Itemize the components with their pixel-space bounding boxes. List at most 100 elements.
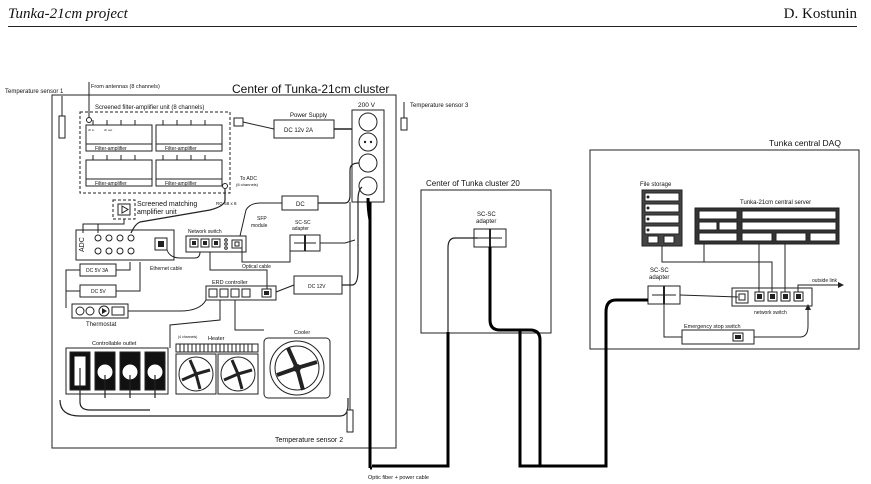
filter-amplifier-3-label: Filter-amplifier [95, 181, 127, 187]
ch-in-label: ch in [88, 128, 95, 132]
storage-network-cable [661, 246, 704, 263]
rg58-label: RG-58 x 8 [216, 201, 237, 206]
network-switch-label: Network switch [188, 229, 222, 235]
matching-unit-label-2: amplifier unit [137, 209, 177, 216]
power-strip-200v [351, 109, 385, 203]
network-switch [185, 235, 247, 253]
from-antennas-label: From antennas (8 channels) [91, 84, 160, 90]
outside-link-arrow [838, 282, 844, 288]
fiber-label: Optic fiber + power cable [368, 475, 429, 481]
antenna-input [86, 82, 92, 123]
cluster20-adapter-label-1: SC-SC [477, 212, 496, 218]
adc-label: ADC [79, 237, 86, 252]
temp-sensor-2-label: Temperature sensor 2 [275, 437, 343, 444]
file-storage [641, 189, 683, 247]
ethernet-cable [166, 249, 201, 259]
dc-12v: DC 12V [293, 275, 343, 295]
screened-unit-box [79, 111, 231, 194]
filter-amplifier-2: Filter-amplifier [155, 124, 223, 152]
central-server [694, 207, 840, 245]
rg58-cable [130, 189, 226, 234]
cluster20-adapter-label-2: adapter [476, 219, 496, 225]
sfp-label-1: SFP [257, 216, 267, 222]
temp-sensor-3-label: Temperature sensor 3 [410, 103, 469, 109]
cluster-sc-sc-adapter [289, 234, 321, 252]
server-network-cables [703, 244, 786, 292]
power-supply: DC 12v 2A [273, 119, 335, 139]
filter-amplifier-3: Filter-amplifier [85, 159, 153, 187]
filter-amplifier-4: Filter-amplifier [155, 159, 223, 187]
filter-amplifier-1: Filter-amplifier ch in ch out [85, 124, 153, 152]
psu-cable [242, 121, 275, 130]
to-adc-label: To ADC [240, 176, 257, 182]
power-supply-rating: DC 12v 2A [284, 128, 313, 134]
cluster20-box [420, 189, 552, 334]
matching-unit-label-1: Screened matching [137, 201, 197, 208]
dc-5v-3a-label: DC 5V 3A [86, 268, 109, 274]
outside-link-cable [797, 284, 838, 292]
filter-amplifier-4-label: Filter-amplifier [165, 181, 197, 187]
filter-amplifier-2-label: Filter-amplifier [165, 146, 197, 152]
temp-sensor-1-label: Temperature sensor 1 [5, 89, 64, 95]
to-adc-connector [222, 183, 228, 189]
switch-to-erd-cable [209, 252, 268, 289]
daq-adapter-label-1: SC-SC [650, 268, 669, 274]
cluster20-title: Center of Tunka cluster 20 [426, 179, 520, 188]
emergency-stop-left-cable [663, 304, 682, 338]
dc-converter-top: DC [281, 195, 319, 211]
matching-amplifier-icon [117, 203, 131, 216]
erd-controller [205, 285, 277, 301]
daq-box [589, 149, 860, 350]
outside-link-label: outside link [812, 278, 838, 284]
fiber-cluster20-link [520, 328, 542, 466]
unit-power-connector [233, 117, 244, 127]
dc-5v: DC 5V [79, 284, 117, 298]
daq-title: Tunka central DAQ [769, 138, 841, 148]
cooler [263, 337, 331, 399]
heater [175, 343, 259, 395]
emergency-stop-arrow [805, 304, 811, 310]
header-project-title: Tunka-21cm project [8, 6, 128, 22]
optical-cable-label: Optical cable [242, 264, 271, 270]
cluster20-sc-sc-adapter [473, 228, 507, 248]
screened-unit-label: Screened filter-amplifier unit (8 channe… [95, 105, 204, 111]
emergency-stop-cable [754, 306, 809, 338]
thermostat-to-erd-cable [128, 299, 207, 312]
daq-network-switch [731, 287, 813, 307]
emergency-stop-switch [681, 329, 755, 345]
dc-5v-3a: DC 5V 3A [79, 263, 117, 277]
header-rule [8, 26, 857, 27]
daq-adapter-label-2: adapter [649, 275, 669, 281]
cluster-title: Center of Tunka-21cm cluster [232, 82, 389, 96]
adapter-to-switch-fiber [679, 294, 739, 298]
adc-signal-cables [82, 219, 125, 233]
file-storage-label: File storage [640, 182, 672, 188]
to-adc-channels: (8 channels) [236, 182, 259, 187]
dc-5v-label: DC 5V [91, 289, 106, 295]
thermostat [71, 303, 129, 319]
erd-controller-label: ERD controller [212, 280, 248, 286]
heater-label: Heater [208, 336, 225, 342]
emergency-stop-label: Emergency stop switch [684, 324, 741, 330]
cooler-label: Cooler [294, 330, 310, 336]
dc-12v-cables [275, 186, 363, 293]
dc-to-outlet-cable [318, 162, 360, 204]
dc-5v-cables [65, 262, 141, 308]
adc: ADC [75, 229, 175, 261]
erd-bus-cable [169, 300, 264, 348]
cluster-adapter-label-2: adapter [292, 226, 309, 232]
header-author: D. Kostunin [783, 6, 857, 22]
v200-label: 200 V [358, 102, 376, 109]
temp-sensor-3 [400, 102, 408, 131]
dc-label: DC [296, 202, 305, 208]
controllable-outlet [65, 347, 169, 395]
optical-cable [241, 239, 356, 263]
ethernet-cable-label: Ethernet cable [150, 266, 182, 272]
sfp-label-2: module [251, 223, 268, 229]
temp-sensor-2 [346, 202, 354, 433]
dc-12v-label: DC 12V [308, 284, 326, 290]
optic-fiber-power-cable [366, 197, 648, 470]
thermostat-label: Thermostat [86, 322, 117, 328]
cluster-adapter-label-1: SC-SC [295, 220, 311, 226]
